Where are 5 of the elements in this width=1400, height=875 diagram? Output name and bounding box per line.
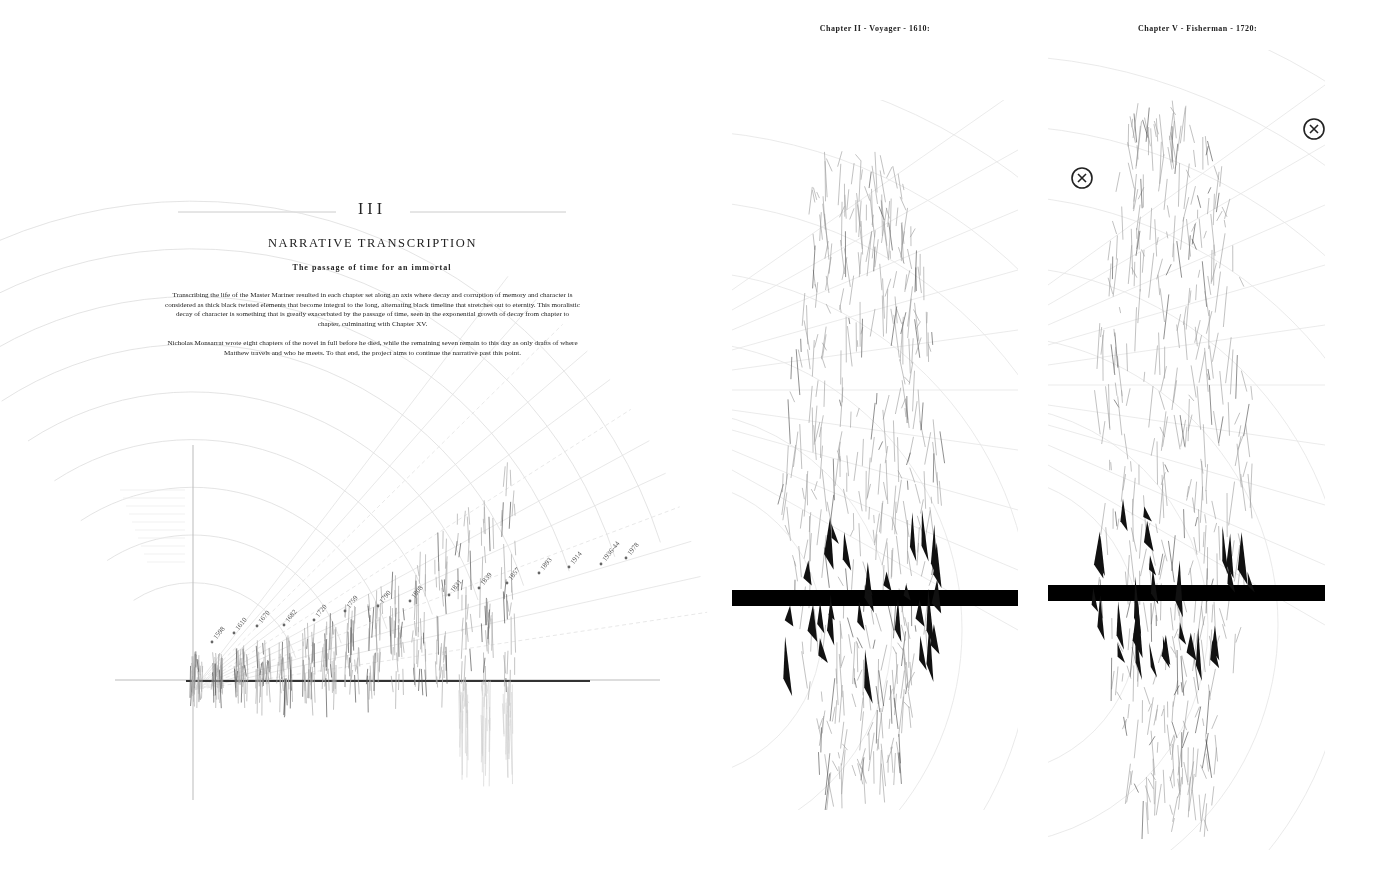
section-title: NARRATIVE TRANSCRIPTION: [266, 236, 479, 251]
chapter-heading: Chapter II - Voyager - 1610:: [818, 24, 932, 33]
section-numeral: III: [357, 200, 387, 218]
chapter-heading: Chapter V - Fisherman - 1720:: [1136, 24, 1259, 33]
subtitle: The passage of time for an immortal: [291, 263, 453, 272]
